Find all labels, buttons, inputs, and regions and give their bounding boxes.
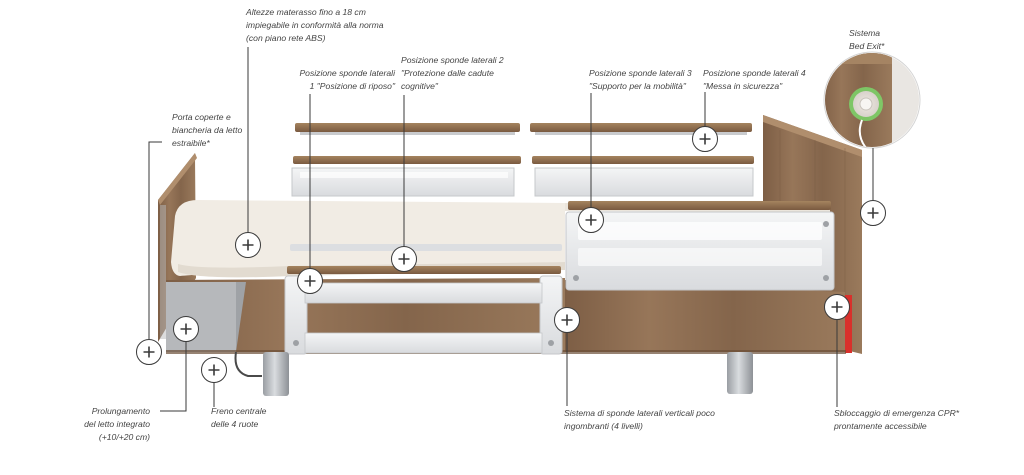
plus-icon — [699, 133, 711, 145]
hotspot-rail-position-4[interactable] — [692, 126, 718, 152]
hotspot-rail-position-2[interactable] — [391, 246, 417, 272]
hotspot-bed-extension[interactable] — [173, 316, 199, 342]
hotspot-rail-position-3[interactable] — [578, 207, 604, 233]
label-rail-position-3: Posizione sponde laterali 3 "Supporto pe… — [589, 68, 692, 91]
label-rail-position-2: Posizione sponde laterali 2 "Protezione … — [401, 55, 504, 91]
bed-legs — [234, 351, 753, 396]
side-rail-head-section — [565, 201, 835, 291]
plus-icon — [143, 346, 155, 358]
brake-pedal — [234, 351, 262, 377]
label-bed-extension: Prolungamento del letto integrato (+10/+… — [84, 406, 150, 442]
plus-icon — [304, 275, 316, 287]
hotspot-cpr-release[interactable] — [824, 294, 850, 320]
hotspot-mattress-height[interactable] — [235, 232, 261, 258]
plus-icon — [180, 323, 192, 335]
plus-icon — [561, 314, 573, 326]
label-central-brake: Freno centrale delle 4 ruote — [211, 406, 267, 429]
label-bed-exit: Sistema Bed Exit* — [849, 28, 885, 51]
label-cpr-release: Sbloccaggio di emergenza CPR* prontament… — [834, 408, 960, 431]
cpr-release-handle — [845, 295, 852, 353]
plus-icon — [867, 207, 879, 219]
label-vertical-rails: Sistema di sponde laterali verticali poc… — [564, 408, 715, 431]
callout-lines — [148, 47, 874, 412]
bed-exit-zoom — [823, 51, 921, 149]
label-cover-holder: Porta coperte e biancheria da letto estr… — [172, 112, 243, 148]
plus-icon — [208, 364, 220, 376]
hotspot-rail-position-1[interactable] — [297, 268, 323, 294]
hotspot-cover-holder[interactable] — [136, 339, 162, 365]
plus-icon — [242, 239, 254, 251]
label-mattress-height: Altezze materasso fino a 18 cm impiegabi… — [246, 7, 384, 43]
side-rail-foot-section — [284, 244, 563, 355]
label-rail-position-4: Posizione sponde laterali 4 "Messa in si… — [703, 68, 806, 91]
label-rail-position-1: Posizione sponde laterali 1 "Posizione d… — [299, 68, 395, 91]
hotspot-bed-exit[interactable] — [860, 200, 886, 226]
plus-icon — [831, 301, 843, 313]
hotspot-vertical-rails[interactable] — [554, 307, 580, 333]
plus-icon — [585, 214, 597, 226]
rail-level-1-background — [291, 123, 754, 197]
hotspot-central-brake[interactable] — [201, 357, 227, 383]
plus-icon — [398, 253, 410, 265]
